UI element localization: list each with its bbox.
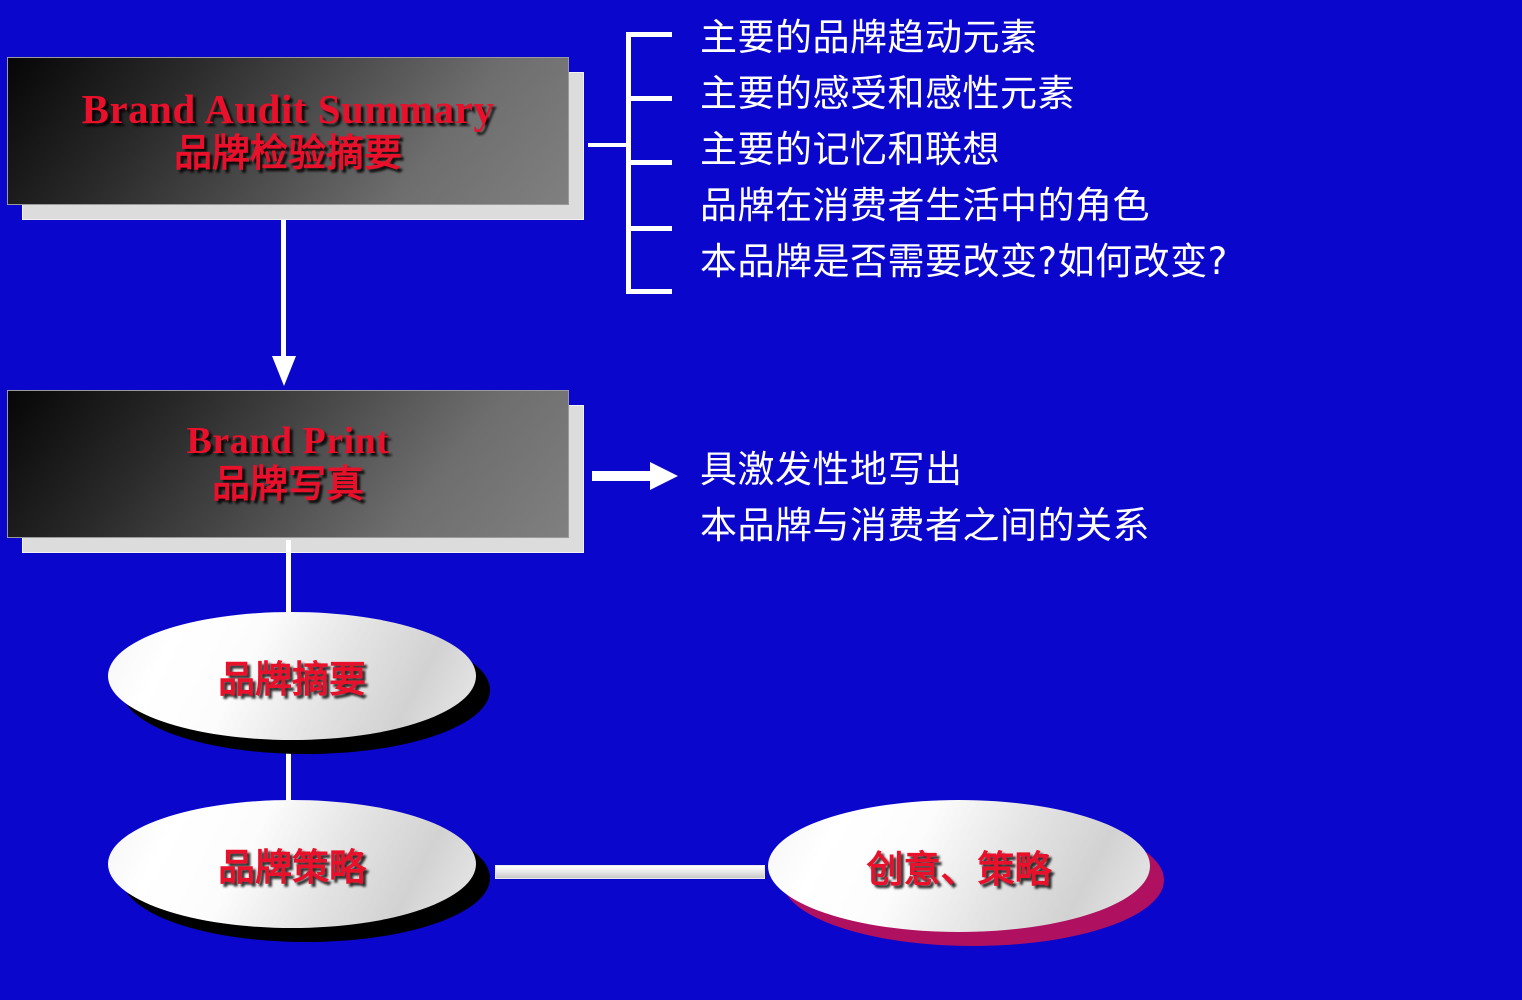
right-arrow-shaft	[592, 471, 654, 481]
bracket-tick-5	[626, 289, 672, 294]
bullet-item: 品牌在消费者生活中的角色	[700, 184, 1150, 227]
creative-strategy-label: 创意、策略	[866, 848, 1052, 891]
ellipse-body: 品牌摘要	[108, 612, 476, 740]
bracket-tick-2	[626, 96, 672, 101]
brand-strategy-label: 品牌策略	[218, 846, 366, 889]
brand-print-note: 具激发性地写出 本品牌与消费者之间的关系	[700, 442, 1500, 554]
bracket-tick-4	[626, 226, 672, 231]
down-arrow-icon	[272, 220, 296, 388]
bullet-item: 主要的记忆和联想	[700, 128, 1000, 171]
down-arrow-shaft	[281, 220, 286, 360]
brand-audit-summary-box[interactable]: Brand Audit Summary 品牌检验摘要	[7, 57, 569, 205]
bracket-tick-1	[626, 32, 672, 37]
right-arrow-head	[650, 462, 678, 490]
bullet-item: 本品牌是否需要改变?如何改变?	[700, 240, 1228, 283]
down-arrow-head	[272, 356, 296, 386]
bullet-item: 主要的感受和感性元素	[700, 72, 1075, 115]
ellipse-body: 品牌策略	[108, 800, 476, 928]
brand-print-box[interactable]: Brand Print 品牌写真	[7, 390, 569, 538]
bracket-tick-3	[626, 160, 672, 165]
note-line: 具激发性地写出	[700, 448, 963, 491]
brand-strategy-ellipse[interactable]: 品牌策略	[108, 800, 490, 942]
connector-print-to-summary	[286, 540, 291, 622]
bracket-stem	[588, 143, 628, 147]
brand-audit-title-cn: 品牌检验摘要	[173, 130, 402, 175]
connector-strategy-to-creative	[495, 865, 765, 879]
connector-summary-to-strategy	[286, 730, 291, 820]
brand-print-title-cn: 品牌写真	[211, 462, 364, 507]
brand-print-title-en: Brand Print	[186, 420, 390, 463]
brand-summary-ellipse[interactable]: 品牌摘要	[108, 612, 490, 754]
bullet-item: 主要的品牌趋动元素	[700, 16, 1038, 59]
ellipse-body: 创意、策略	[768, 800, 1150, 932]
creative-strategy-ellipse[interactable]: 创意、策略	[768, 800, 1164, 946]
brand-summary-label: 品牌摘要	[218, 658, 366, 701]
brand-audit-bullet-list: 主要的品牌趋动元素 主要的感受和感性元素 主要的记忆和联想 品牌在消费者生活中的…	[700, 10, 1510, 290]
note-line: 本品牌与消费者之间的关系	[700, 504, 1150, 547]
right-arrow-icon	[592, 462, 682, 490]
brand-audit-title-en: Brand Audit Summary	[81, 85, 495, 132]
bracket-connector	[588, 24, 708, 304]
